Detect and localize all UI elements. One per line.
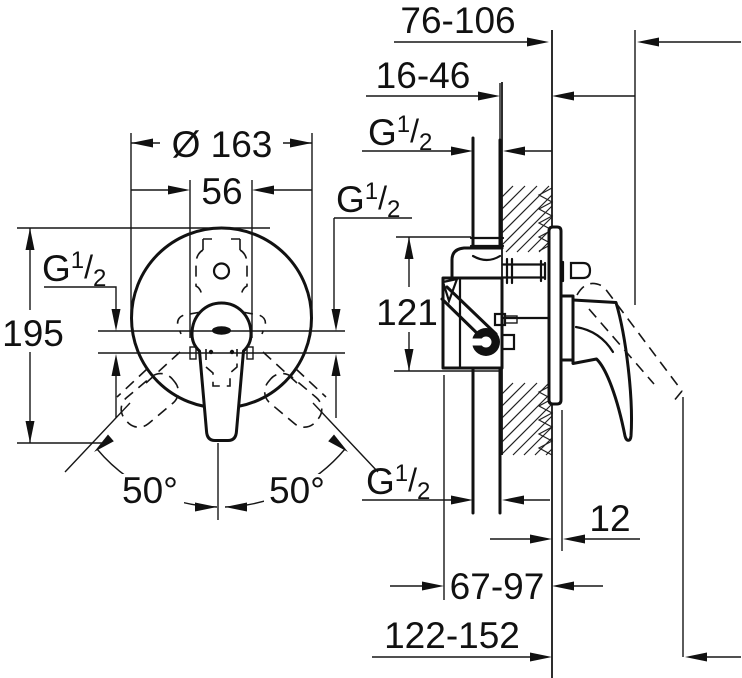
retaining-screw — [468, 328, 516, 356]
dim-overall-depth: 122-152 — [372, 397, 741, 662]
lever-dot-left — [208, 349, 214, 355]
lever-raised-dashed — [576, 282, 683, 403]
dim-angle-right-label: 50° — [269, 470, 325, 511]
wall-hatch-upper — [501, 185, 554, 253]
lever-mouth — [212, 326, 231, 335]
angle-line-right — [312, 402, 379, 473]
dim-depth-adjust: 16-46 — [366, 55, 635, 101]
angle-text-mask-right — [264, 474, 332, 506]
dim-depth-adjust-label: 16-46 — [376, 55, 471, 96]
lever-swing-dashed-right — [262, 351, 327, 428]
dim-overall-depth-label: 122-152 — [384, 615, 520, 656]
thread-size-text: G1/2 — [368, 111, 432, 156]
lever-dot-right — [229, 349, 235, 355]
dim-plate-offset: 12 — [490, 410, 640, 551]
lever-handle-front — [190, 301, 253, 442]
dim-rough-in-depth-label: 67-97 — [450, 566, 545, 607]
top-outlet-pipe — [469, 83, 505, 250]
cartridge-screw-hole — [212, 262, 231, 280]
side-outlet-dashed-left — [176, 311, 202, 335]
dim-overall-height-label: 195 — [2, 313, 64, 354]
dim-body-height-label: 121 — [376, 292, 438, 333]
thread-size-text: G1/2 — [366, 460, 430, 505]
pivot-pin-left — [189, 346, 197, 360]
handle-screw-knob — [561, 260, 592, 283]
lever-handle-side — [561, 260, 633, 442]
dim-body-height: 121 — [376, 236, 500, 372]
thread-label-front-left: G1/2 — [42, 247, 121, 418]
angle-text-mask-left — [118, 474, 184, 506]
angle-line-left — [64, 402, 131, 473]
dim-overall-height: 195 — [2, 227, 270, 444]
dim-angle-left-label: 50° — [122, 470, 178, 511]
escutcheon-plate-section — [547, 225, 563, 406]
side-view: 76-106 16-46 G1/2 121 — [362, 0, 741, 678]
dim-plate-diameter: Ø 163 — [130, 124, 313, 316]
handle-sleeve — [559, 294, 575, 362]
front-view: Ø 163 56 195 G1/2 — [2, 124, 412, 520]
arrowhead — [195, 502, 217, 512]
cartridge-dashed-outline — [195, 238, 248, 300]
arrowhead — [328, 434, 348, 452]
arrowhead — [225, 502, 247, 512]
lever-inner-dashed — [205, 349, 238, 387]
dim-plate-offset-label: 12 — [589, 498, 630, 539]
thread-label-side-bottom: G1/2 — [362, 460, 550, 505]
thread-label-side-top: G1/2 — [362, 111, 552, 156]
dim-wall-to-handle: 76-106 — [394, 0, 741, 305]
thread-size-text: G1/2 — [336, 178, 400, 223]
pivot-pin-right — [246, 346, 254, 360]
arrowhead — [94, 434, 114, 452]
dim-rough-in-depth: 67-97 — [390, 375, 603, 607]
bottom-outlet-pipe — [471, 366, 502, 515]
dim-cartridge-width: 56 — [131, 171, 312, 338]
thread-label-front-right: G1/2 — [331, 178, 412, 418]
valve-body — [440, 246, 551, 370]
thread-size-text: G1/2 — [42, 247, 106, 292]
body-wedge — [441, 277, 459, 305]
mounting-bolt — [501, 257, 547, 285]
dim-cartridge-width-label: 56 — [201, 171, 242, 212]
dim-wall-to-handle-label: 76-106 — [400, 0, 515, 41]
lever-swing-dashed-left — [116, 351, 181, 428]
wall-hatch-lower — [501, 382, 554, 456]
dim-plate-diameter-label: Ø 163 — [172, 124, 273, 165]
side-outlet-dashed-right — [241, 311, 267, 335]
